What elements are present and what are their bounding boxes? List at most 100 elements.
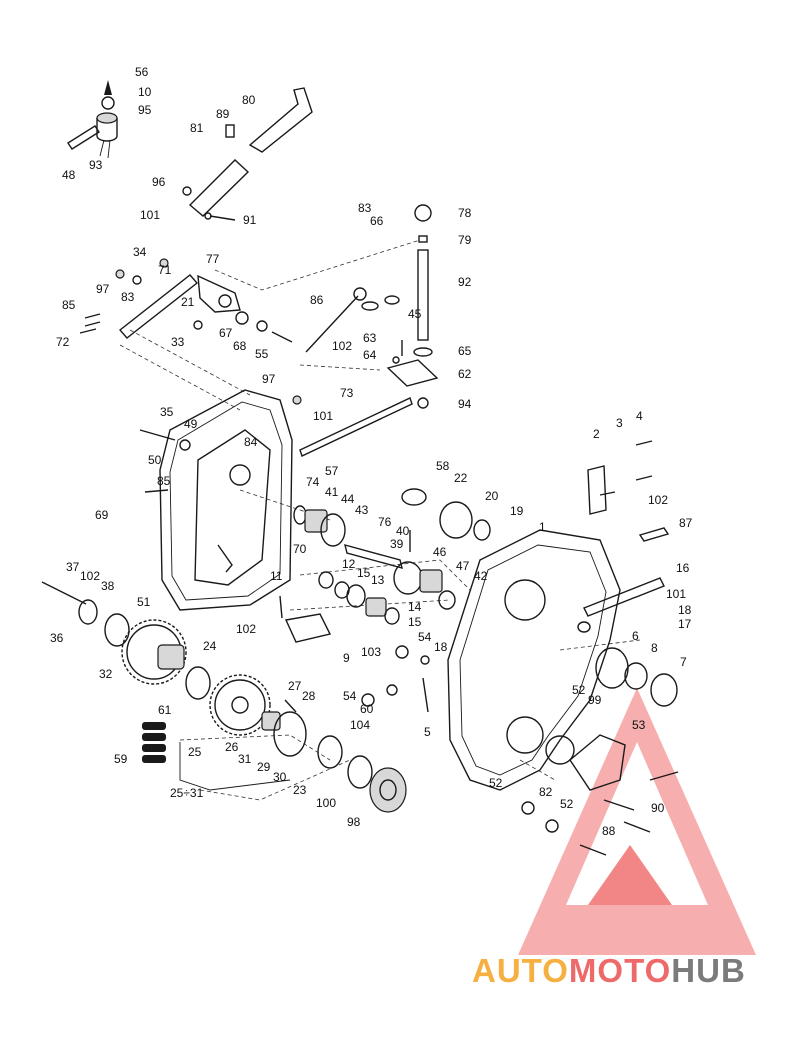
part-label-l42: 42 — [474, 569, 488, 583]
part-label-l13: 13 — [371, 573, 385, 587]
part-label-l68: 68 — [233, 339, 247, 353]
part-label-l102d: 102 — [236, 622, 256, 636]
part-label-l53: 53 — [632, 718, 646, 732]
part-label-l55: 55 — [255, 347, 269, 361]
part-label-l50: 50 — [148, 453, 162, 467]
part-label-l49: 49 — [184, 417, 198, 431]
part-label-l38: 38 — [101, 579, 115, 593]
part-label-l17: 17 — [678, 617, 692, 631]
part-label-l8: 8 — [651, 641, 658, 655]
part-label-l11: 11 — [270, 569, 283, 583]
part-label-l99: 99 — [588, 693, 602, 707]
part-label-l32: 32 — [99, 667, 113, 681]
part-label-l1: 1 — [539, 520, 546, 534]
part-label-l20: 20 — [485, 489, 499, 503]
part-label-l33: 33 — [171, 335, 185, 349]
part-label-l18a: 18 — [678, 603, 692, 617]
part-label-l54b: 54 — [343, 689, 357, 703]
part-label-l85b: 85 — [157, 474, 171, 488]
part-label-l54a: 54 — [418, 630, 432, 644]
part-label-l80: 80 — [242, 93, 256, 107]
brand-text-moto: MOTO — [568, 952, 672, 989]
part-label-l66: 66 — [370, 214, 384, 228]
part-label-l26: 26 — [225, 740, 239, 754]
part-label-l96: 96 — [152, 175, 166, 189]
part-label-l41: 41 — [325, 485, 339, 499]
part-label-l87: 87 — [679, 516, 693, 530]
part-label-l9: 9 — [343, 651, 350, 665]
part-label-l22: 22 — [454, 471, 468, 485]
part-label-l45: 45 — [408, 307, 422, 321]
part-label-l3: 3 — [616, 416, 623, 430]
part-label-l23: 23 — [293, 783, 307, 797]
part-label-l91: 91 — [243, 213, 257, 227]
part-label-l67: 67 — [219, 326, 233, 340]
part-label-l93: 93 — [89, 158, 103, 172]
part-label-l103: 103 — [361, 645, 381, 659]
part-label-l31: 31 — [238, 752, 252, 766]
brand-text-hub: HUB — [671, 952, 746, 989]
chaincase-housing — [361, 440, 679, 856]
part-label-l15a: 15 — [357, 566, 371, 580]
part-label-l24: 24 — [203, 639, 217, 653]
part-label-l4: 4 — [636, 409, 643, 423]
part-label-l52c: 52 — [560, 797, 574, 811]
part-label-l10: 10 — [138, 85, 152, 99]
part-label-l101a: 101 — [140, 208, 160, 222]
part-label-l59: 59 — [114, 752, 128, 766]
part-label-l90: 90 — [651, 801, 665, 815]
part-label-l14: 14 — [408, 600, 422, 614]
part-label-l43: 43 — [355, 503, 369, 517]
part-label-l21: 21 — [181, 295, 195, 309]
part-label-l65: 65 — [458, 344, 472, 358]
part-label-l5: 5 — [424, 725, 431, 739]
part-label-l100: 100 — [316, 796, 336, 810]
part-label-l101c: 101 — [666, 587, 686, 601]
part-label-l97a: 97 — [96, 282, 110, 296]
part-label-l39: 39 — [390, 537, 404, 551]
part-label-l102b: 102 — [648, 493, 668, 507]
part-label-l81: 81 — [190, 121, 204, 135]
part-label-l15b: 15 — [408, 615, 422, 629]
part-label-l56: 56 — [135, 65, 149, 79]
shift-lever-assembly — [67, 80, 439, 457]
part-label-l101b: 101 — [313, 409, 333, 423]
part-label-l19: 19 — [510, 504, 524, 518]
part-label-l6: 6 — [632, 629, 639, 643]
part-label-l86: 86 — [310, 293, 324, 307]
part-label-l48: 48 — [62, 168, 76, 182]
part-label-l47: 47 — [456, 559, 470, 573]
part-label-l83a: 83 — [358, 201, 372, 215]
part-label-l98: 98 — [347, 815, 361, 829]
part-label-l63: 63 — [363, 331, 377, 345]
part-label-l95: 95 — [138, 103, 152, 117]
part-label-l76: 76 — [378, 515, 392, 529]
part-label-l18b: 18 — [434, 640, 448, 654]
part-label-l64: 64 — [363, 348, 377, 362]
part-label-l102a: 102 — [332, 339, 352, 353]
part-label-l89: 89 — [216, 107, 230, 121]
part-label-l77: 77 — [206, 252, 220, 266]
chain-links — [142, 722, 166, 763]
part-label-l85a: 85 — [62, 298, 76, 312]
part-label-l36: 36 — [50, 631, 64, 645]
part-label-l88: 88 — [602, 824, 616, 838]
part-label-l52a: 52 — [572, 683, 586, 697]
part-label-l28: 28 — [302, 689, 316, 703]
part-label-l57: 57 — [325, 464, 339, 478]
part-label-l60: 60 — [360, 702, 374, 716]
part-label-l27: 27 — [288, 679, 302, 693]
part-label-l2: 2 — [593, 427, 600, 441]
part-label-l72: 72 — [56, 335, 70, 349]
part-label-l79: 79 — [458, 233, 472, 247]
part-label-l61: 61 — [158, 703, 172, 717]
watermark-triangle-icon — [518, 688, 756, 955]
part-label-l62: 62 — [458, 367, 472, 381]
part-label-l30: 30 — [273, 770, 287, 784]
part-label-l73: 73 — [340, 386, 354, 400]
part-label-l71: 71 — [158, 263, 172, 277]
part-label-l102c: 102 — [80, 569, 100, 583]
gear-shaft-assembly — [279, 488, 491, 643]
